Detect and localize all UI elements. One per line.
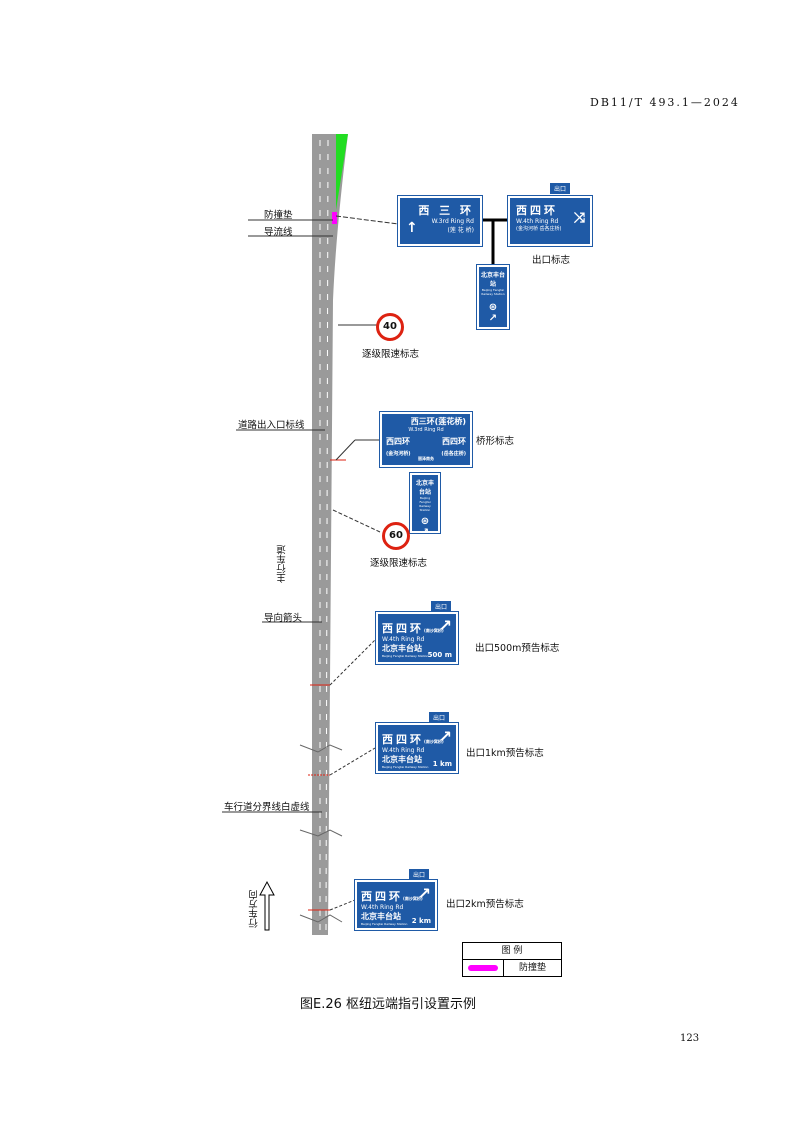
sign-mid: 丽泽商务 [418,456,434,461]
advance-sign-2km: 西四环(南沙窝桥) W.4th Ring Rd 北京丰台站 Beijing Fe… [354,879,438,931]
sign-name: 北京丰台站 [415,480,434,496]
sign-station: 北京丰台站 [382,755,422,764]
standard-code: DB11/T 493.1—2024 [590,96,740,109]
sign-name: 西四环 [361,890,403,903]
sign-name: 西四环 [382,733,424,746]
arrow-upright-icon: ↗ [417,884,431,903]
sign-fengtai-station-2: 北京丰台站 Beijing Fengtai Railway Station ⊛ … [409,472,441,538]
figure-caption: 图E.26 枢纽远端指引设置示例 [300,997,477,1012]
bridge-diagram-sign: 西三环(莲花桥) W.3rd Ring Rd 西四环 (金沟河桥) 西四环 (岳… [379,411,473,468]
legend: 图 例 防撞垫 [462,942,562,977]
sign-paren: (南沙窝桥) [424,628,444,633]
sign-en: W.4th Ring Rd [382,636,425,643]
arrow-upright-icon: ↗ [438,727,452,746]
road [312,134,348,935]
sign-station-en: Beijing Fengtai Railway Station [382,654,429,658]
sign-en: W.4th Ring Rd [382,747,425,754]
sign-right-sub: (岳各庄桥) [441,451,466,457]
arrow-upright-icon: ↗ [420,527,430,538]
label-guide-arrow: 导向箭头 [264,613,303,624]
crash-cushion-swatch [463,960,504,976]
exit-tab: 出口 [549,182,572,195]
exit-tab: 出口 [408,868,431,881]
sign-en: W.3rd Ring Rd [431,218,474,225]
advance-sign-1km: 西四环(南沙窝桥) W.4th Ring Rd 北京丰台站 Beijing Fe… [375,722,459,774]
label-entrance-line: 道路出入口标线 [238,420,305,431]
arrow-upright-icon: ↗ [438,616,452,635]
sign-en: W.4th Ring Rd [361,904,404,911]
sign-distance: 500 m [427,651,452,659]
label-speed-limit-2: 逐级限速标志 [370,558,428,569]
sign-name: 西四环 [382,622,424,635]
fork-arrow-icon: ⤨ [573,210,585,226]
page-number: 123 [680,1033,700,1044]
label-lane: 主行车道 [277,545,288,583]
direction-arrow [259,880,275,931]
label-exit-2km: 出口2km预告标志 [446,899,524,910]
label-direction: 行车方向 [249,890,260,928]
sign-en: Beijing Fengtai Railway Station [419,496,431,512]
label-exit-1km: 出口1km预告标志 [466,748,544,759]
label-lane-divider: 车行道分界线白虚线 [224,802,310,813]
label-speed-limit-1: 逐级限速标志 [362,349,420,360]
sign-distance: 2 km [411,917,431,925]
sign-paren: (南沙窝桥) [424,739,444,744]
sign-west-3rd-ring: 西 三 环 W.3rd Ring Rd (莲 花 桥) ↑ [397,195,483,247]
label-bridge-sign: 桥形标志 [476,436,515,447]
legend-item: 防撞垫 [518,963,546,973]
label-exit-500m: 出口500m预告标志 [475,643,560,654]
sign-en: W.4th Ring Rd [516,218,559,225]
advance-sign-500m: 西四环(南沙窝桥) W.4th Ring Rd 北京丰台站 Beijing Fe… [375,611,459,665]
sign-name: 西 三 环 [418,204,474,217]
sign-top: 西三环(莲花桥) [410,417,466,426]
gore-area [336,134,348,210]
label-diversion-line: 导流线 [264,227,293,238]
railway-icon: ⊛ [420,516,430,527]
sign-sub: (莲 花 桥) [447,227,475,234]
sign-name: 西四环 [516,204,558,217]
speed-limit-60: 60 [382,522,410,550]
speed-limit-40: 40 [376,313,404,341]
sign-en: Beijing Fengtai Railway Station [481,288,505,296]
sign-fengtai-station: 北京丰台站 Beijing Fengtai Railway Station ⊛ … [476,264,510,330]
sign-en: W.3rd Ring Rd [408,427,444,433]
sign-station-en: Beijing Fengtai Railway Station [382,765,429,769]
sign-left-sub: (金沟河桥) [386,451,411,457]
sign-name: 北京丰台站 [481,272,506,288]
sign-station-en: Beijing Fengtai Railway Station [361,922,408,926]
sign-sub: (金沟河桥 岳各庄桥) [516,226,562,232]
label-exit-sign: 出口标志 [532,255,571,266]
sign-left: 西四环 [386,437,410,446]
sign-station: 北京丰台站 [382,644,422,653]
railway-icon: ⊛ [488,302,498,313]
sign-west-4th-ring: 西四环 W.4th Ring Rd (金沟河桥 岳各庄桥) ⤨ [507,195,593,247]
sign-station: 北京丰台站 [361,912,401,921]
label-crash-cushion: 防撞垫 [264,210,293,221]
legend-title: 图 例 [463,943,561,960]
sign-distance: 1 km [432,760,452,768]
sign-right: 西四环 [442,437,466,446]
crash-cushion [332,212,337,224]
arrow-upright-icon: ↗ [488,313,498,324]
arrow-up-icon: ↑ [406,220,418,236]
sign-paren: (南沙窝桥) [403,896,423,901]
